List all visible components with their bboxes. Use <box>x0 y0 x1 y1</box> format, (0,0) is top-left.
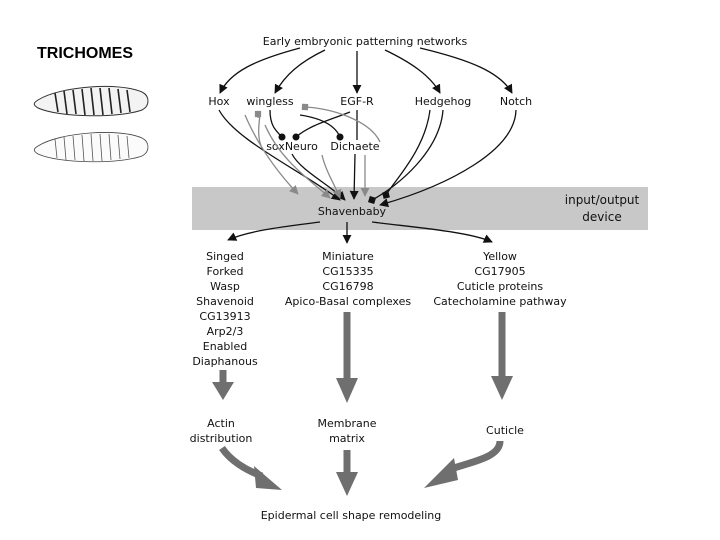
target-middle-3: Apico-Basal complexes <box>285 295 411 308</box>
regulatory-interactions <box>244 103 381 199</box>
target-to-outcome-arrows <box>212 312 513 403</box>
node-hox: Hox <box>208 95 230 108</box>
target-left-5: Arp2/3 <box>207 325 244 338</box>
slide-title: TRICHOMES <box>37 45 133 62</box>
top-to-input-arrows <box>219 47 513 94</box>
io-device-label-line2: device <box>582 210 621 224</box>
target-right-3: Catecholamine pathway <box>433 295 567 308</box>
node-shavenbaby: Shavenbaby <box>318 205 387 218</box>
node-egf-r: EGF-R <box>340 95 374 108</box>
node-hedgehog: Hedgehog <box>415 95 471 108</box>
outcome-right: Cuticle <box>486 424 524 437</box>
target-left-4: CG13913 <box>199 310 250 323</box>
target-left-6: Enabled <box>203 340 247 353</box>
target-left-3: Shavenoid <box>196 295 254 308</box>
outcome-middle-line1: Membrane <box>318 417 377 430</box>
target-list-left: Singed Forked Wasp Shavenoid CG13913 Arp… <box>192 250 258 368</box>
io-device-band <box>192 187 648 230</box>
outcome-left-line2: distribution <box>190 432 253 445</box>
hub-to-target-arrows <box>227 221 493 244</box>
target-middle-1: CG15335 <box>322 265 373 278</box>
node-dichaete: Dichaete <box>330 140 379 153</box>
target-middle-2: CG16798 <box>322 280 373 293</box>
node-notch: Notch <box>500 95 532 108</box>
outcome-to-final-arrows <box>219 440 504 496</box>
target-left-1: Forked <box>207 265 244 278</box>
larva-illustration <box>33 85 149 163</box>
target-list-right: Yellow CG17905 Cuticle proteins Catechol… <box>433 250 567 308</box>
io-device-label-line1: input/output <box>565 193 640 207</box>
target-right-0: Yellow <box>482 250 517 263</box>
target-left-0: Singed <box>206 250 244 263</box>
outcome-middle-line2: matrix <box>329 432 365 445</box>
input-to-hub-arrows <box>218 109 517 208</box>
target-left-7: Diaphanous <box>192 355 258 368</box>
top-node-label: Early embryonic patterning networks <box>263 35 468 48</box>
final-outcome-label: Epidermal cell shape remodeling <box>261 509 442 522</box>
target-right-2: Cuticle proteins <box>457 280 543 293</box>
target-left-2: Wasp <box>210 280 240 293</box>
outcome-left-line1: Actin <box>207 417 235 430</box>
target-list-middle: Miniature CG15335 CG16798 Apico-Basal co… <box>285 250 411 308</box>
target-middle-0: Miniature <box>322 250 374 263</box>
node-wingless: wingless <box>246 95 294 108</box>
target-right-1: CG17905 <box>474 265 525 278</box>
